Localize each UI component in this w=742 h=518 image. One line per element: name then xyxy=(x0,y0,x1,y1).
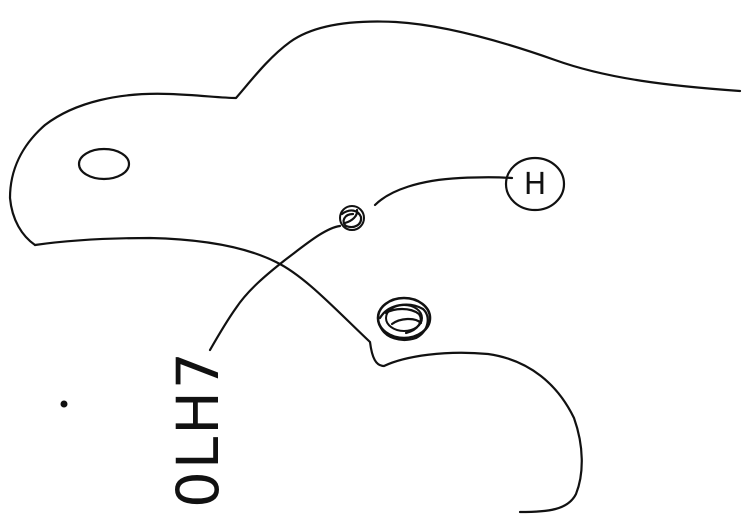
large-scribbled-dot xyxy=(378,298,430,340)
lower-outline-curve xyxy=(35,238,582,512)
open-oval-marker xyxy=(79,149,129,179)
handwritten-code: 0LH7 xyxy=(164,350,232,508)
circle-label-text: H xyxy=(524,167,547,202)
circle-label: H xyxy=(506,158,564,210)
small-filled-dot xyxy=(340,206,364,230)
upper-outline-curve xyxy=(10,22,740,245)
stray-dot xyxy=(61,401,67,407)
leader-line-to-code xyxy=(210,226,340,350)
leader-line-to-circle-label xyxy=(375,177,512,205)
